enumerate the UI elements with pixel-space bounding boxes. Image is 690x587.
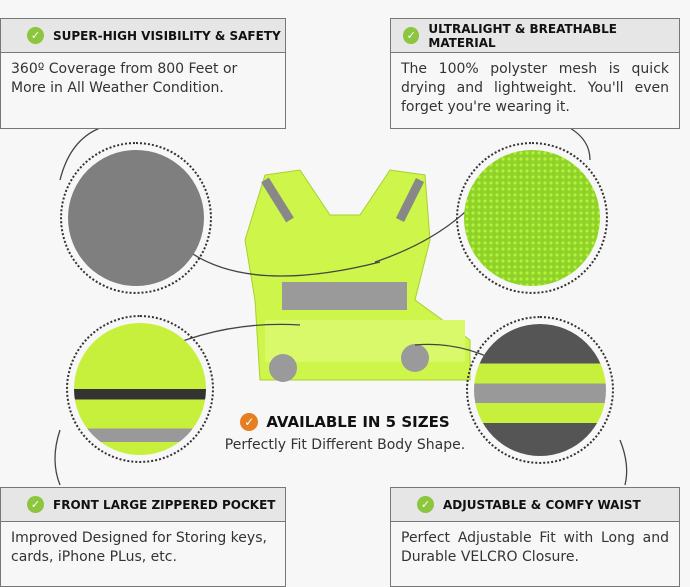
feature-box-pocket: ✓ FRONT LARGE ZIPPERED POCKET Improved De… (0, 487, 286, 587)
feature-text: 360º Coverage from 800 Feet or More in A… (11, 61, 238, 96)
check-circle-icon: ✓ (27, 27, 44, 44)
check-circle-icon: ✓ (27, 496, 44, 513)
feature-title: FRONT LARGE ZIPPERED POCKET (53, 497, 276, 512)
reflective-material-closeup (60, 142, 212, 294)
feature-box-waist: ✓ ADJUSTABLE & COMFY WAIST Perfect Adjust… (390, 487, 680, 587)
sizes-subtitle: Perfectly Fit Different Body Shape. (224, 437, 466, 453)
feature-box-material: ✓ ULTRALIGHT & BREATHABLE MATERIAL The 10… (390, 18, 680, 129)
feature-text: The 100% polyster mesh is quick drying a… (401, 61, 669, 115)
feature-text: Perfect Adjustable Fit with Long and Dur… (401, 530, 669, 565)
sizes-title: AVAILABLE IN 5 SIZES (266, 413, 450, 431)
feature-title: ADJUSTABLE & COMFY WAIST (443, 497, 641, 512)
feature-text: Improved Designed for Storing keys, card… (11, 530, 267, 565)
check-circle-icon: ✓ (403, 27, 420, 44)
feature-title: ULTRALIGHT & BREATHABLE MATERIAL (428, 21, 617, 50)
mesh-material-closeup (456, 142, 608, 294)
pocket-closeup (66, 315, 214, 463)
check-circle-icon: ✓ (417, 496, 434, 513)
vest-image (244, 169, 471, 382)
sizes-callout: ✓ AVAILABLE IN 5 SIZES Perfectly Fit Diff… (220, 413, 470, 453)
feature-title: SUPER-HIGH VISIBILITY & SAFETY (53, 28, 281, 43)
check-circle-icon: ✓ (240, 413, 259, 431)
waist-strap-closeup (466, 316, 614, 464)
feature-box-visibility: ✓ SUPER-HIGH VISIBILITY & SAFETY 360º Cov… (0, 18, 286, 129)
